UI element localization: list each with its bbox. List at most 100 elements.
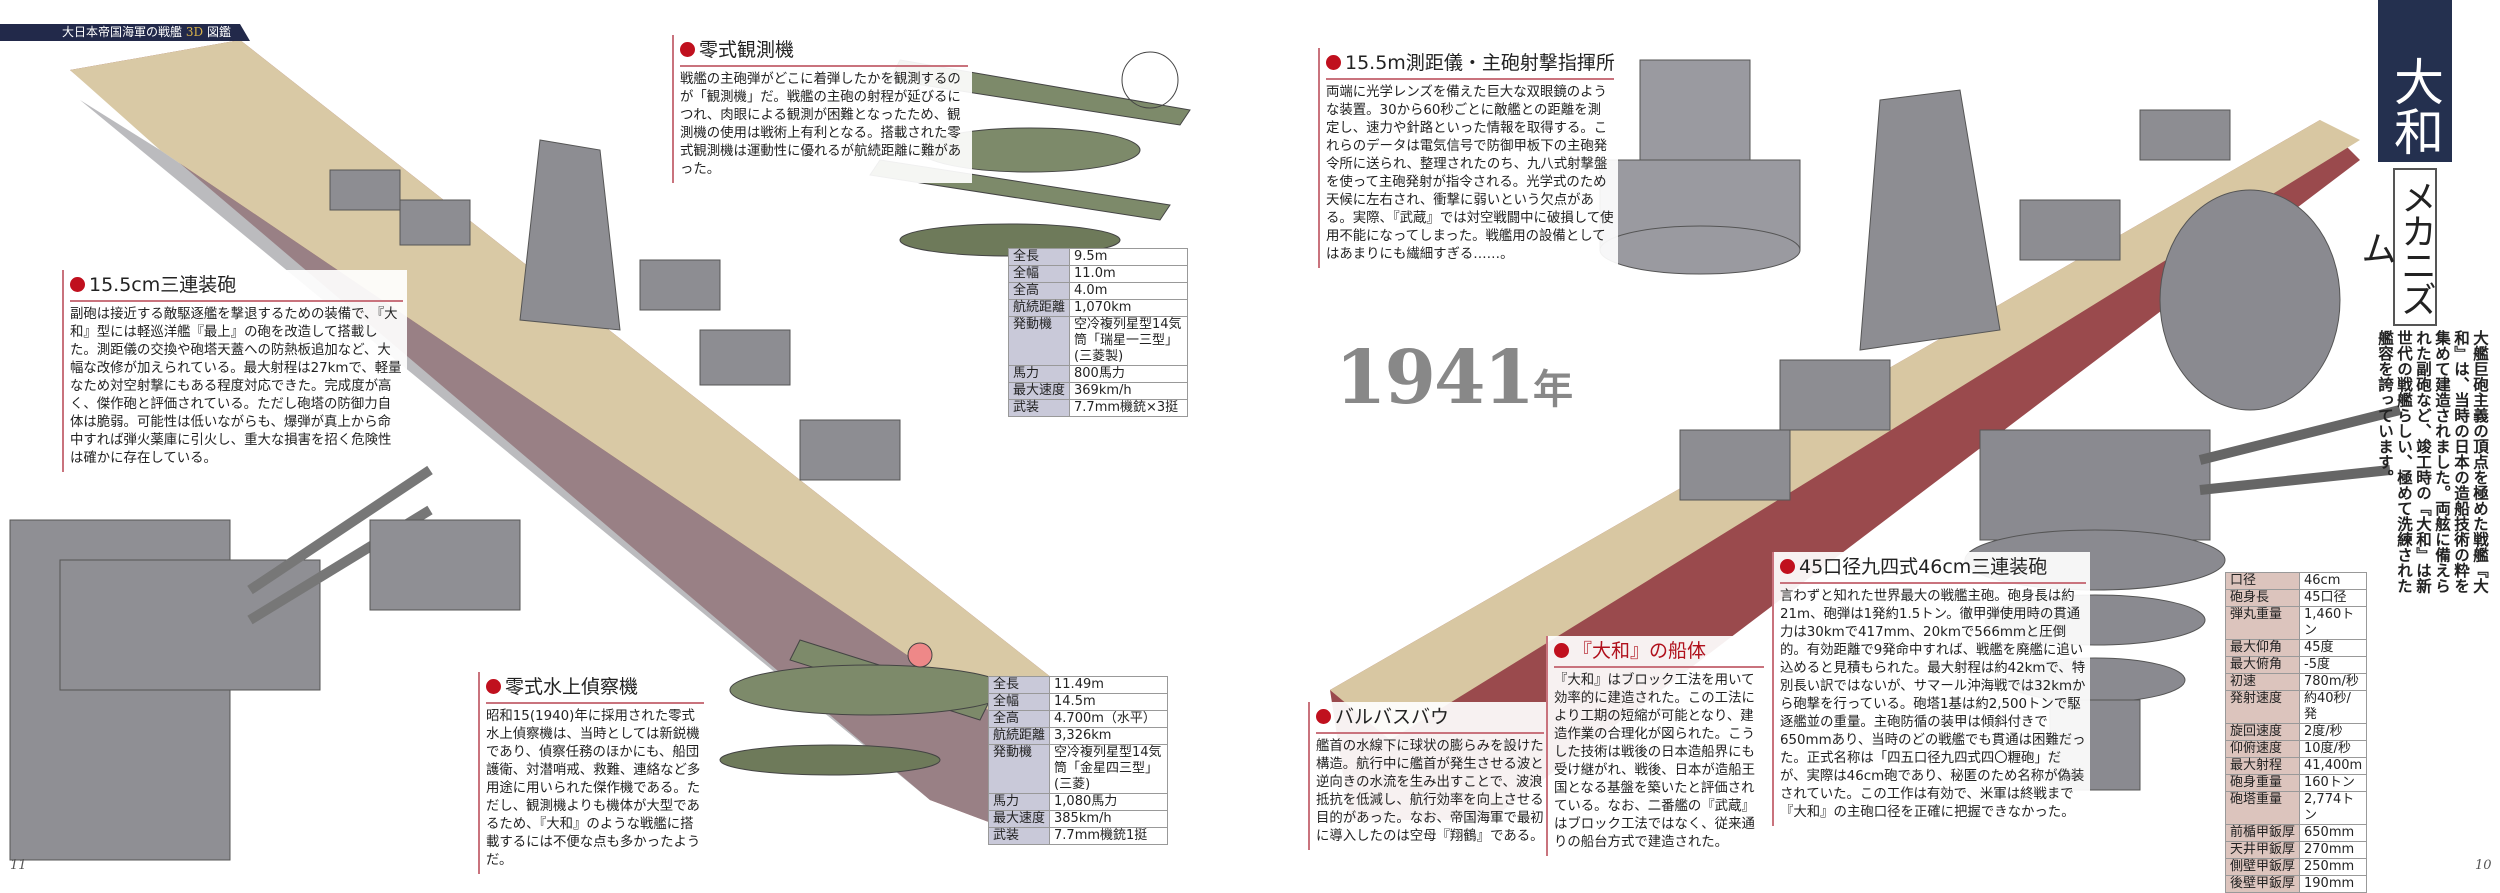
spec-label: 後壁甲鈑厚	[2224, 875, 2301, 893]
page-number-right: 10	[2475, 858, 2492, 873]
spec-row: 発射速度約40秒/発	[2224, 690, 2368, 724]
spec-label: 全長	[1007, 248, 1071, 266]
spec-value: 369km/h	[1069, 382, 1188, 400]
section-title: 45口径九四式46cm三連装砲	[1799, 556, 2048, 578]
spec-value: 3,326km	[1049, 727, 1168, 745]
spec-label: 最大速度	[1007, 382, 1071, 400]
spec-label: 全高	[1007, 282, 1071, 300]
spec-value: 41,400m	[2299, 757, 2368, 775]
secondary-gun-section: 15.5cm三連装砲 副砲は接近する敵駆逐艦を撃退するための装備で、『大和』型に…	[62, 270, 407, 472]
spec-label: 武装	[1007, 399, 1071, 417]
ship-name-title: 大和	[2378, 0, 2452, 162]
spec-label: 発動機	[1007, 316, 1071, 366]
spec-label: 航続距離	[987, 727, 1051, 745]
spec-row: 発動機空冷複列星型14気筒「瑞星一三型」(三菱製)	[1007, 316, 1188, 366]
section-body: 副砲は接近する敵駆逐艦を撃退するための装備で、『大和』型には軽巡洋艦『最上』の砲…	[70, 307, 402, 466]
section-title: バルバスバウ	[1335, 706, 1450, 728]
spec-row: 発動機空冷複列星型14気筒「金星四三型」(三菱)	[987, 744, 1168, 794]
spec-value: 160トン	[2299, 774, 2368, 792]
spec-label: 砲塔重量	[2224, 791, 2301, 825]
spec-value: 空冷複列星型14気筒「瑞星一三型」(三菱製)	[1069, 316, 1188, 366]
spec-label: 全高	[987, 710, 1051, 728]
recon-plane-section: 零式水上偵察機 昭和15(1940)年に採用された零式水上偵察機は、当時としては…	[478, 672, 708, 874]
spec-label: 側壁甲鈑厚	[2224, 858, 2301, 876]
series-title: 大日本帝国海軍の戦艦	[62, 25, 183, 39]
recon-plane-illustration	[719, 639, 1011, 776]
spec-label: 最大速度	[987, 810, 1051, 828]
series-title-accent: 3D	[185, 25, 204, 39]
spec-label: 砲身重量	[2224, 774, 2301, 792]
spec-label: 全幅	[987, 693, 1051, 711]
section-body: 言わずと知れた世界最大の戦艦主砲。砲身長は約21m、砲弾は1発約1.5トン。徹甲…	[1780, 589, 2086, 820]
rangefinder-section: 15.5m測距儀・主砲射撃指揮所 両端に光学レンズを備えた巨大な双眼鏡のような装…	[1318, 48, 1618, 268]
bullet-icon	[680, 42, 695, 57]
spec-value: 780m/秒	[2299, 673, 2368, 691]
series-header: 大日本帝国海軍の戦艦 3D 図鑑	[0, 24, 250, 41]
spec-value: 650mm	[2299, 824, 2368, 842]
spec-value: 45度	[2299, 639, 2368, 657]
spec-label: 天井甲鈑厚	[2224, 841, 2301, 859]
spec-label: 航続距離	[1007, 299, 1071, 317]
spec-value: 800馬力	[1069, 365, 1188, 383]
main-turret-cutaway	[1964, 189, 2402, 791]
spec-value: 7.7mm機銃1挺	[1049, 827, 1168, 845]
bullet-icon	[1554, 643, 1569, 658]
section-body: 艦首の水線下に球状の膨らみを設けた構造。航行中に艦首が発生させる波と逆向きの水流…	[1316, 739, 1544, 844]
bullet-icon	[1780, 559, 1795, 574]
spec-value: 250mm	[2299, 858, 2368, 876]
section-body: 戦艦の主砲弾がどこに着弾したかを観測するのが「観測機」だ。戦艦の主砲の射程が延び…	[680, 72, 962, 177]
bullet-icon	[1316, 709, 1331, 724]
bullet-icon	[70, 277, 85, 292]
section-body: 両端に光学レンズを備えた巨大な双眼鏡のような装置。30から60秒ごとに敵艦との距…	[1326, 85, 1614, 262]
spec-label: 前楯甲鈑厚	[2224, 824, 2301, 842]
spec-label: 武装	[987, 827, 1051, 845]
spec-value: 2度/秒	[2299, 723, 2368, 741]
spec-label: 最大仰角	[2224, 639, 2301, 657]
year-label: 1941年	[1335, 335, 1573, 421]
section-title: 『大和』の船体	[1573, 640, 1707, 662]
spec-value: 9.5m	[1069, 248, 1188, 266]
spec-value: -5度	[2299, 656, 2368, 674]
spec-label: 初速	[2224, 673, 2301, 691]
spec-value: 2,774トン	[2299, 791, 2368, 825]
spec-value: 11.49m	[1049, 676, 1168, 694]
spec-label: 砲身長	[2224, 589, 2301, 607]
intro-vertical-text: 大艦巨砲主義の頂点を極めた戦艦『大和』は、当時の日本の造船技術の粋を集めて建造さ…	[2376, 330, 2489, 594]
bullet-icon	[1326, 55, 1341, 70]
secondary-turret-cutaway	[9, 465, 521, 861]
spec-label: 発動機	[987, 744, 1051, 794]
spec-value: 1,460トン	[2299, 606, 2368, 640]
spec-value: 4.700m（水平）	[1049, 710, 1168, 728]
spec-label: 全幅	[1007, 265, 1071, 283]
spec-label: 口径	[2224, 572, 2301, 590]
spec-value: 46cm	[2299, 572, 2368, 590]
hull-section: 『大和』の船体 『大和』はブロック工法を用いて効率的に建造された。この工法により…	[1546, 636, 1768, 856]
mechanism-subtitle: メカニズム	[2355, 168, 2437, 326]
spec-label: 最大射程	[2224, 757, 2301, 775]
bullet-icon	[486, 679, 501, 694]
spec-value: 空冷複列星型14気筒「金星四三型」(三菱)	[1049, 744, 1168, 794]
year-number: 1941	[1335, 335, 1535, 421]
bulbous-bow-section: バルバスバウ 艦首の水線下に球状の膨らみを設けた構造。航行中に艦首が発生させる波…	[1308, 702, 1548, 850]
